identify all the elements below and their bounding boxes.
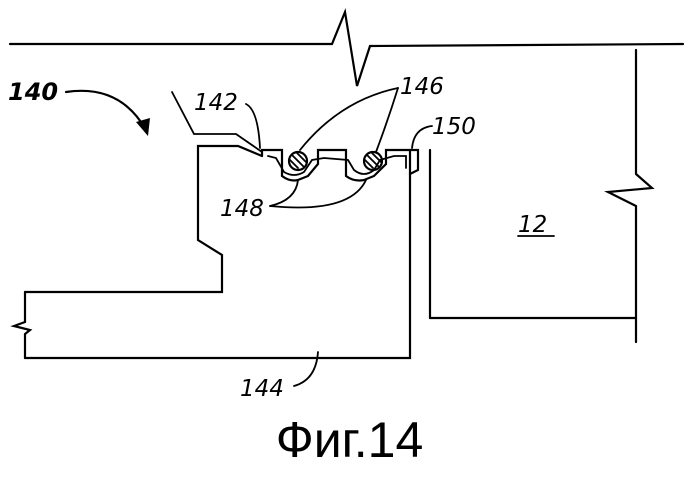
bottom-element-line [25,150,410,358]
label-140: 140 [8,78,58,106]
label-12: 12 [518,212,547,238]
label-150: 150 [432,114,476,140]
leader-146b [376,88,398,152]
seal-strip [262,150,418,181]
top-edge-line [10,12,683,86]
left-break-line [14,292,30,358]
label-144: 144 [240,376,284,402]
leader-146a [300,88,398,150]
figure-caption: Фиг.14 [0,412,699,468]
arrow-140 [66,91,146,130]
leader-150 [412,126,432,148]
arrow-140-head [136,118,150,136]
leader-148a [270,180,298,206]
label-148: 148 [220,196,264,222]
right-wall-line [608,50,652,342]
label-146: 146 [400,74,444,100]
label-142: 142 [194,90,238,116]
leader-148b [270,180,366,208]
